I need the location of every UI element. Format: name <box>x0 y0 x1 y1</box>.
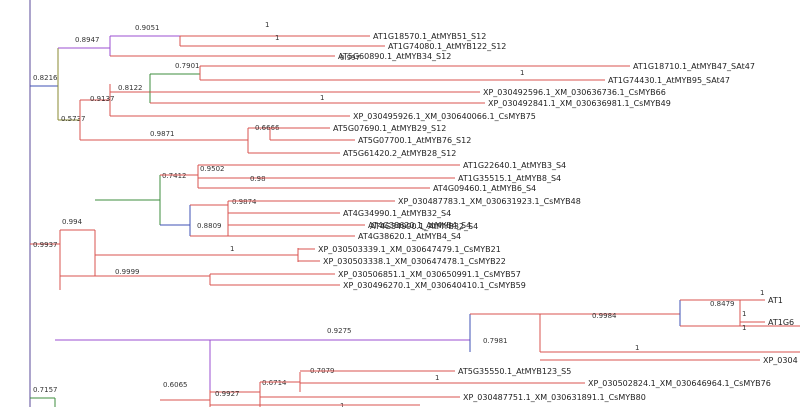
support-value: 0.9871 <box>150 130 175 138</box>
support-value: 0.9937 <box>33 241 58 249</box>
leaf-label: AT4G34990.1_AtMYB32_S4 <box>370 222 478 231</box>
leaf-label: AT1G6 <box>768 318 794 327</box>
leaf-label: AT4G09460.1_AtMYB6_S4 <box>433 184 536 193</box>
support-value: 1 <box>742 324 746 332</box>
support-value: 0.8947 <box>75 36 100 44</box>
leaf-label: AT1 <box>768 296 783 305</box>
support-value: 1 <box>760 289 764 297</box>
support-value: 0.8216 <box>33 74 58 82</box>
support-value: 0.6065 <box>163 381 188 389</box>
leaf-label: AT1G18710.1_AtMYB47_SAt47 <box>633 62 755 71</box>
support-value: 1 <box>265 21 269 29</box>
support-value: 1 <box>742 310 746 318</box>
leaf-label: AT5G60890.1_AtMYB34_S12 <box>338 52 451 61</box>
leaf-label: XP_030506851.1_XM_030650991.1_CsMYB57 <box>338 270 521 279</box>
leaf-label: AT4G38620.1_AtMYB4_S4 <box>368 221 471 230</box>
support-value: 0.8122 <box>118 84 143 92</box>
support-value: 1 <box>520 69 524 77</box>
support-value: 0.8809 <box>197 222 222 230</box>
support-value: 0.9275 <box>327 327 352 335</box>
leaf-label: AT1G74080.1_AtMYB122_S12 <box>388 42 506 51</box>
support-value: 0.6666 <box>255 124 280 132</box>
support-value: 0.8479 <box>710 300 735 308</box>
leaf-label: XP_030502824.1_XM_030646964.1_CsMYB76 <box>588 379 771 388</box>
leaf-label: AT1G22640.1_AtMYB3_S4 <box>463 161 566 170</box>
leaf-label: AT4G34990.1_AtMYB32_S4 <box>343 209 451 218</box>
leaf-label: XP_030495926.1_XM_030640066.1_CsMYB75 <box>353 112 536 121</box>
support-value: 1 <box>230 245 234 253</box>
leaf-label: AT5G07690.1_AtMYB29_S12 <box>333 124 446 133</box>
leaf-label: XP_030492596.1_XM_030636736.1_CsMYB66 <box>483 88 666 97</box>
leaf-label: XP_030487783.1_XM_030631923.1_CsMYB48 <box>398 197 581 206</box>
leaf-label: AT1G18570.1_AtMYB51_S12 <box>373 32 486 41</box>
support-value: 0.9502 <box>200 165 225 173</box>
leaf-label: AT5G07700.1_AtMYB76_S12 <box>358 136 471 145</box>
support-value: 0.98 <box>250 175 266 183</box>
leaf-label: XP_030503338.1_XM_030647478.1_CsMYB22 <box>323 257 506 266</box>
support-value: 1 <box>320 94 324 102</box>
support-value: 1 <box>635 344 639 352</box>
support-value: 0.7412 <box>162 172 187 180</box>
support-value: 0.9999 <box>115 268 140 276</box>
support-value: 0.994 <box>62 218 83 226</box>
support-value: 0.7981 <box>483 337 508 345</box>
leaf-label: AT5G35550.1_AtMYB123_S5 <box>458 367 571 376</box>
support-value: 1 <box>275 34 279 42</box>
support-value: 0.9137 <box>90 95 115 103</box>
leaf-label: AT1G74430.1_AtMYB95_SAt47 <box>608 76 730 85</box>
support-value: 0.9874 <box>232 198 257 206</box>
leaf-label: AT1G35515.1_AtMYB8_S4 <box>458 174 561 183</box>
support-value: 0.997 <box>340 54 360 62</box>
leaf-label: XP_030492841.1_XM_030636981.1_CsMYB49 <box>488 99 671 108</box>
leaf-label: XP_030503339.1_XM_030647479.1_CsMYB21 <box>318 245 501 254</box>
leaf-label: XP_030496270.1_XM_030640410.1_CsMYB59 <box>343 281 526 290</box>
support-value: 0.9984 <box>592 312 617 320</box>
support-value: 1 <box>435 374 439 382</box>
leaf-label: AT5G61420.2_AtMYB28_S12 <box>343 149 456 158</box>
support-value: 0.9927 <box>215 390 240 398</box>
support-value: 0.7157 <box>33 386 58 394</box>
support-value: 0.7901 <box>175 62 200 70</box>
support-value: 0.5737 <box>61 115 86 123</box>
leaf-label: AT4G38620.1_AtMYB4_S4 <box>358 232 461 241</box>
support-value: 0.6714 <box>262 379 287 387</box>
leaf-label: XP_0304 <box>763 356 798 365</box>
leaf-label: XP_030487751.1_XM_030631891.1_CsMYB80 <box>463 393 646 402</box>
support-value: 0.9051 <box>135 24 160 32</box>
